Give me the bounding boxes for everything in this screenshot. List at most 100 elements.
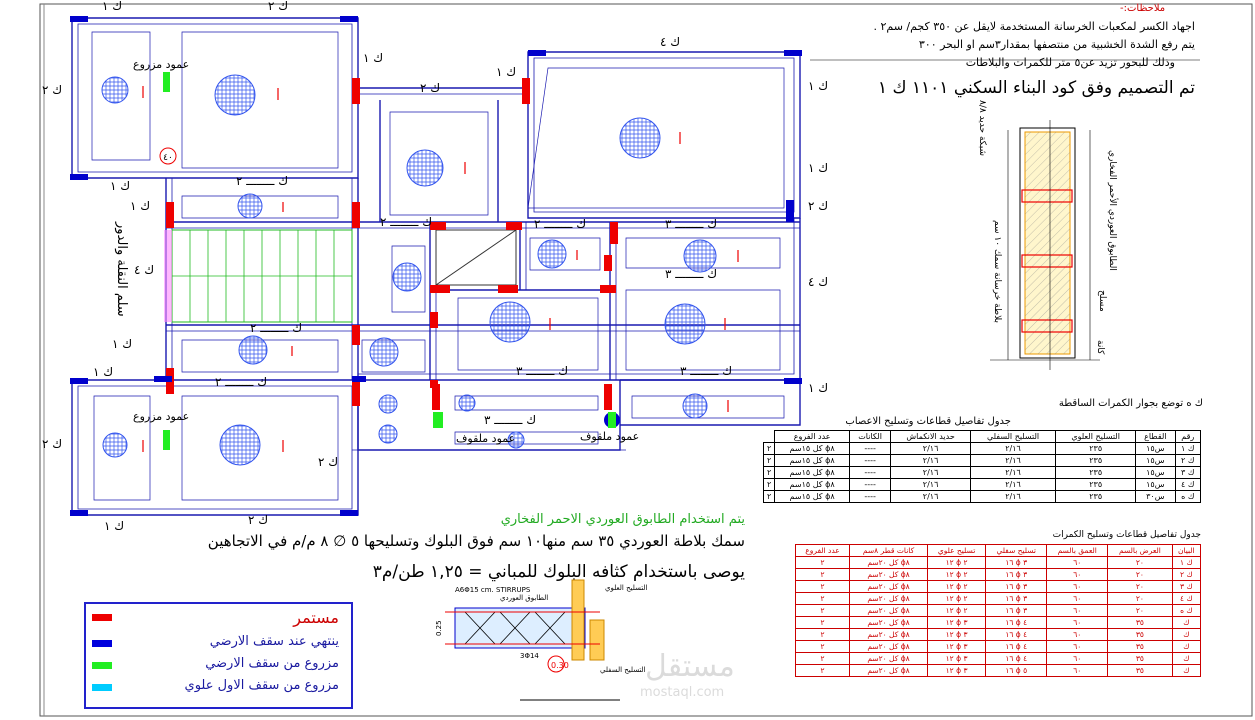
schedule-cell: ٢/١٦ bbox=[969, 454, 1057, 467]
note-line: اجهاد الكسر لمكعبات الخرسانة المستخدمة ل… bbox=[873, 20, 1195, 33]
schedule-header: رقم bbox=[1174, 430, 1202, 443]
note-line: يتم رفع الشدة الخشبية من منتصفها بمقدار٣… bbox=[918, 38, 1195, 51]
beam-label: ك ٢ bbox=[268, 0, 288, 13]
section-caption: ك ه توضع بجوار الكمرات الساقطة bbox=[1058, 398, 1203, 409]
schedule-cell: ٢/١٦ bbox=[969, 466, 1057, 479]
schedule-cell: ك bbox=[1171, 628, 1202, 641]
beam-label: ك ١ bbox=[130, 199, 150, 213]
schedule-cell: ٢/١٦ bbox=[969, 490, 1057, 503]
beam-label: ك ١ bbox=[102, 0, 122, 13]
beam-label: ك ــــــــ ٣ bbox=[680, 364, 732, 378]
schedule-cell: ٢٠ bbox=[1107, 580, 1173, 593]
dimension-circle: ٤٠ bbox=[159, 147, 177, 165]
schedule-header: الكانات bbox=[848, 430, 892, 443]
schedule-cell: ك ١ bbox=[1171, 556, 1202, 569]
schedule-cell: ٦٠ bbox=[1046, 580, 1109, 593]
svg-text:الطابوق العوردي: الطابوق العوردي bbox=[500, 594, 548, 602]
svg-text:مستقل: مستقل bbox=[645, 649, 735, 684]
schedule-cell: ϕ٨ كل ٢٠سم bbox=[849, 604, 928, 617]
schedule-cell: ٣ ϕ ١٦ bbox=[985, 556, 1048, 569]
schedule-cell: ---- bbox=[848, 490, 892, 503]
legend-row: ينتهي عند سقف الارضي bbox=[86, 634, 351, 654]
schedule-cell: ٢٣٥ bbox=[1055, 466, 1137, 479]
schedule-cell: ---- bbox=[848, 442, 892, 455]
beam-label: ك ٢ bbox=[420, 81, 440, 95]
legend-row: مستمر bbox=[86, 608, 351, 628]
beam-label: ك ٢ bbox=[42, 437, 62, 451]
schedule-cell: ٦٠ bbox=[1046, 604, 1109, 617]
schedule-cell: ك bbox=[1171, 616, 1202, 629]
schedule-cell: ٢ bbox=[794, 556, 851, 569]
staircase bbox=[164, 229, 353, 323]
planted-column-label: عمود مزروع bbox=[133, 410, 189, 423]
svg-text:3Φ14: 3Φ14 bbox=[520, 652, 539, 660]
legend-label: مزروع من سقف الاول علوي bbox=[184, 678, 339, 693]
svg-text:0.25: 0.25 bbox=[435, 620, 443, 636]
schedule-cell: ٤ ϕ ١٦ bbox=[985, 652, 1048, 665]
beam-label: ك ٤ bbox=[134, 263, 154, 277]
schedule-cell: ك ٤ bbox=[1174, 478, 1202, 491]
schedule-cell: ٣ ϕ ١٢ bbox=[926, 664, 987, 677]
schedule-cell: ٢ bbox=[794, 616, 851, 629]
schedule-cell: ٢٠ bbox=[1107, 568, 1173, 581]
schedule-header: عدد الفروع bbox=[774, 430, 850, 443]
beam-label: ك ــــــــ ٣ bbox=[484, 413, 536, 427]
beam-label: ك ــــــــ ٣ bbox=[516, 364, 568, 378]
schedule-cell: ٣٥ bbox=[1107, 628, 1173, 641]
schedule-cell: ٢ bbox=[762, 454, 776, 467]
beam-label: ك ــــــــ ٣ bbox=[665, 217, 717, 231]
schedule-cell: ϕ٨ كل ٢٠سم bbox=[849, 556, 928, 569]
rebar-labels: A6Φ15 cm. STIRRUPS 3Φ14 0.30 0.25 التسلي… bbox=[435, 584, 648, 674]
schedule-cell: ٢ bbox=[794, 604, 851, 617]
schedule-cell: ٣ ϕ ١٦ bbox=[985, 580, 1048, 593]
svg-text:الطابوق العوردي الأحمر الفخاري: الطابوق العوردي الأحمر الفخاري bbox=[1107, 150, 1119, 271]
svg-text:مسلح: مسلح bbox=[1097, 290, 1107, 312]
beam-label: ك ــــــــ ٢ bbox=[236, 174, 288, 188]
schedule-cell: ϕ٨ كل ١٥سم bbox=[774, 454, 850, 467]
schedule-cell: ٢/١٦ bbox=[890, 490, 971, 503]
schedule-header: تسليح علوي bbox=[926, 544, 987, 557]
schedule-cell: س١٥ bbox=[1135, 442, 1176, 455]
column-labels: عمود مزروع عمود مزروع عمود ملقوف عمود مل… bbox=[133, 58, 639, 445]
schedule-cell: ٦٠ bbox=[1046, 640, 1109, 653]
schedule-cell: ٣ ϕ ١٦ bbox=[985, 592, 1048, 605]
schedule-cell: ٢/١٦ bbox=[969, 442, 1057, 455]
schedule-cell: ٦٠ bbox=[1046, 616, 1109, 629]
schedule-cell: س١٥ bbox=[1135, 466, 1176, 479]
beam-label: ك ٤ bbox=[808, 275, 828, 289]
svg-text:التسليح السفلي: التسليح السفلي bbox=[600, 666, 646, 674]
svg-text:mostaql.com: mostaql.com bbox=[640, 685, 724, 700]
sheet-border bbox=[39, 3, 1253, 717]
legend-swatch bbox=[92, 684, 112, 691]
schedule-cell: ---- bbox=[848, 478, 892, 491]
beam-label: ك ٤ bbox=[660, 35, 680, 49]
stop-column-label: عمود ملقوف bbox=[456, 432, 515, 445]
circle-value: ٤٠ bbox=[163, 153, 173, 163]
schedule-cell: ٣ ϕ ١٦ bbox=[985, 568, 1048, 581]
schedule-cell: ϕ٨ كل ٢٠سم bbox=[849, 568, 928, 581]
schedule-cell: ٢ bbox=[762, 466, 776, 479]
stair-label: سلم النقلة والدور bbox=[114, 221, 129, 317]
beam-label: ك ١ bbox=[496, 65, 516, 79]
schedule-cell: ٢ ϕ ١٢ bbox=[926, 556, 987, 569]
schedule-cell: ك ١ bbox=[1174, 442, 1202, 455]
schedule-cell: ٢/١٦ bbox=[890, 466, 971, 479]
beam-label: ك ٢ bbox=[318, 455, 338, 469]
beam-labels: ك ١ ك ٢ ك ٢ ك ١ ك ٢ ك ١ ك ٤ ك ١ ك ١ ك ٢ … bbox=[42, 0, 828, 533]
schedule-cell: ٣ ϕ ١٢ bbox=[926, 640, 987, 653]
beam-label: ك ١ bbox=[808, 381, 828, 395]
schedule-cell: ك bbox=[1171, 640, 1202, 653]
tile-note: يتم استخدام الطابوق العوردي الاحمر الفخا… bbox=[500, 512, 745, 527]
column-stop-marker-2 bbox=[608, 412, 616, 428]
schedule-cell: ٦٠ bbox=[1046, 568, 1109, 581]
beam-label: ك ــــــــ ٢ bbox=[534, 217, 586, 231]
shaft-opening bbox=[435, 229, 517, 286]
